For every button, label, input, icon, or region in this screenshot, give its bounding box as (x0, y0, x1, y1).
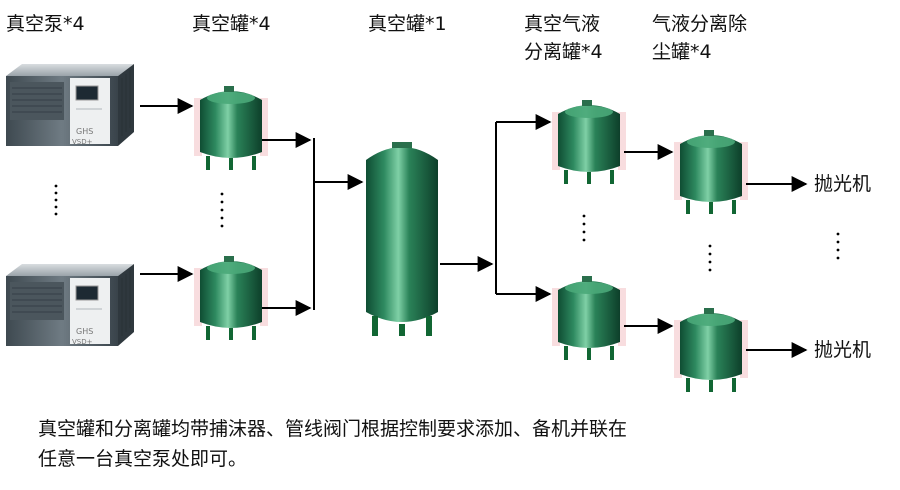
pump-top-brand: GHS (76, 127, 93, 136)
footnote: 真空罐和分离罐均带捕沫器、管线阀门根据控制要求添加、备机并联在 任意一台真空泵处… (38, 414, 878, 474)
label-vacuum-pump: 真空泵*4 (6, 13, 85, 35)
label-dust-line1: 气液分离除 (652, 13, 748, 35)
dust-tank-bottom (674, 308, 748, 392)
vacuum-tank-main (366, 142, 438, 336)
label-polisher-top: 抛光机 (814, 173, 872, 195)
vacuum-tank-small-bottom (194, 256, 268, 340)
separator-tank-top (552, 100, 626, 184)
dust-tank-top (674, 130, 748, 214)
label-separator-line2: 分离罐*4 (524, 41, 603, 63)
footnote-line1: 真空罐和分离罐均带捕沫器、管线阀门根据控制要求添加、备机并联在 (38, 418, 628, 440)
label-polisher-bottom: 抛光机 (814, 339, 872, 361)
separator-tank-bottom (552, 276, 626, 360)
footnote-line2: 任意一台真空泵处即可。 (38, 448, 248, 470)
ellipsis-pumps (54, 184, 58, 216)
label-vacuum-tank-main: 真空罐*1 (368, 13, 447, 35)
vacuum-tank-small-top (194, 86, 268, 170)
process-diagram: GHS VSD+ GHS VSD+ (5, 63, 840, 392)
ellipsis-polishers (836, 232, 840, 260)
ellipsis-small-tanks (220, 192, 224, 228)
pump-top-model: VSD+ (72, 138, 93, 146)
pump-top: GHS VSD+ (5, 63, 135, 147)
label-separator-line1: 真空气液 (524, 13, 601, 35)
pipe-network (140, 98, 808, 358)
label-vacuum-tank-small: 真空罐*4 (192, 13, 271, 35)
label-dust-line2: 尘罐*4 (652, 41, 712, 63)
pump-bottom: GHS VSD+ (5, 263, 135, 347)
ellipsis-dust-tanks (708, 244, 712, 272)
pump-bottom-model: VSD+ (72, 338, 93, 346)
ellipsis-separators (582, 214, 586, 242)
pump-bottom-brand: GHS (76, 327, 93, 336)
